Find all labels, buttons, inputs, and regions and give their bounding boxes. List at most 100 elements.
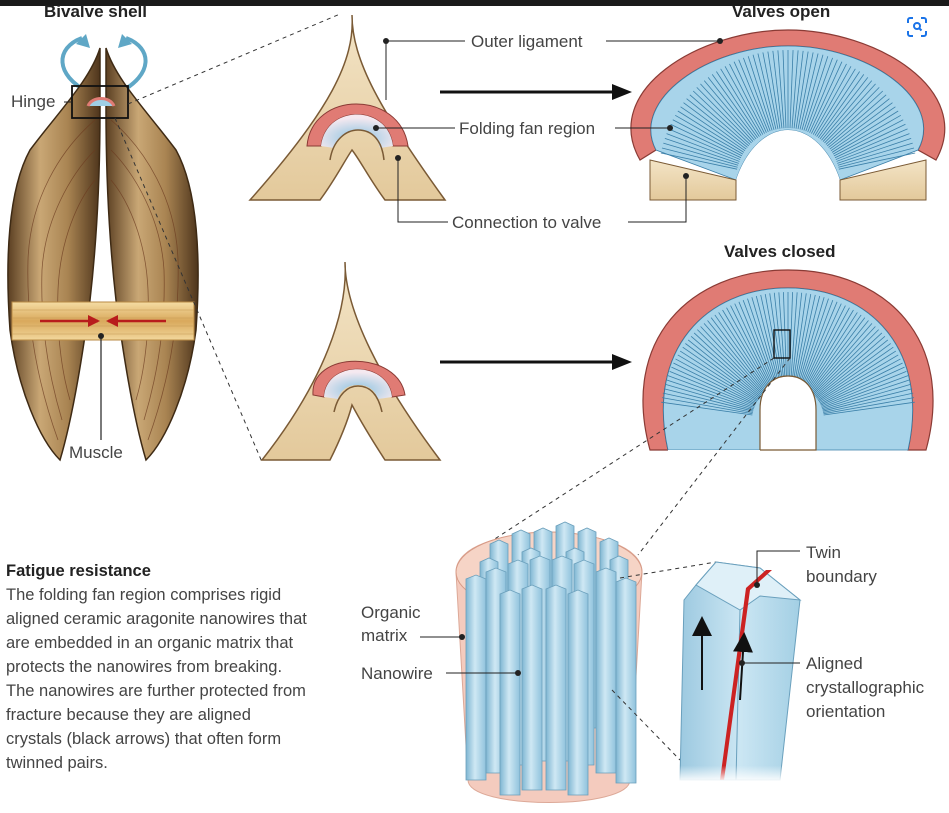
fan-fiber [799, 53, 819, 130]
fan-fiber [662, 392, 753, 413]
fan-fiber [823, 392, 914, 413]
fan-fiber [789, 50, 794, 129]
fan-fiber [707, 77, 757, 140]
fan-fiber [834, 123, 906, 159]
fan-fiber [823, 397, 915, 415]
hinge-detail-closed [260, 261, 442, 461]
fan-fiber [687, 339, 761, 398]
fan-fiber [700, 326, 764, 394]
fan-fiber [814, 68, 856, 136]
fan-fiber [802, 303, 842, 388]
fan-fiber [692, 90, 751, 145]
fan-fiber [700, 83, 754, 142]
fan-fiber [726, 307, 772, 389]
nanowire [595, 567, 617, 774]
fan-fiber [801, 54, 824, 131]
fan-fiber [835, 128, 908, 160]
fan-fiber [703, 323, 765, 394]
fan-fiber [682, 346, 759, 400]
organic-matrix-label-line1: Organic [358, 603, 424, 624]
fan-fiber [757, 53, 777, 130]
scan-icon [907, 17, 927, 37]
fan-fiber [661, 401, 753, 416]
fan-fiber [796, 295, 821, 386]
fan-fiber [697, 329, 763, 395]
fan-fiber [811, 63, 847, 134]
zoom-box [773, 329, 791, 359]
fan-fiber [836, 133, 910, 162]
fan-fiber [724, 66, 764, 135]
fan-fiber [767, 51, 781, 129]
fan-fiber [816, 71, 860, 137]
fan-fiber [772, 50, 783, 129]
fan-fiber [693, 332, 762, 396]
fan-fiber [809, 61, 843, 133]
nanowire-label: Nanowire [358, 664, 436, 685]
fan-fiber [800, 299, 834, 387]
nanowire [465, 574, 487, 781]
fan-fiber [837, 137, 912, 164]
fan-fiber [762, 52, 779, 130]
fan-fiber [738, 59, 769, 133]
fatigue-title: Fatigue resistance [6, 562, 151, 580]
fan-fiber [820, 362, 903, 405]
fan-fiber [760, 294, 781, 385]
fan-fiber [671, 366, 756, 406]
fan-fiber [689, 94, 750, 147]
fan-fiber [747, 56, 773, 131]
fan-fiber [807, 312, 858, 390]
fan-fiber [777, 50, 785, 129]
fan-fiber [661, 147, 738, 168]
aligned-label-line1: Aligned [803, 654, 866, 675]
fan-fiber [817, 74, 865, 138]
fan-fiber [790, 292, 798, 385]
fan-fiber [664, 383, 754, 411]
fan-fiber [755, 295, 780, 386]
connection-to-valve-label: Connection to valve [449, 213, 605, 234]
right-valve [105, 47, 199, 462]
valves-closed-title: Valves closed [724, 242, 836, 261]
fan-fiber [811, 323, 873, 394]
fan-fiber [773, 292, 785, 385]
fan-fiber [690, 336, 762, 397]
fan-fiber [686, 98, 748, 148]
fan-fiber [822, 379, 910, 410]
fan-fiber [666, 133, 740, 162]
fan-fiber [803, 56, 829, 131]
fan-fiber [747, 298, 777, 386]
fan-fiber [783, 292, 788, 385]
fan-fiber [814, 336, 886, 397]
fan-fiber [743, 57, 771, 132]
fan-fiber [806, 309, 854, 390]
fan-fiber [793, 50, 804, 129]
twin-boundary-label-line2: boundary [803, 567, 880, 588]
fan-fiber [666, 379, 754, 410]
fan-fiber [829, 102, 893, 150]
fan-fiber [720, 68, 762, 136]
fan-fiber [812, 326, 876, 394]
fan-fiber [822, 388, 913, 412]
fan-fiber [730, 305, 773, 389]
fan-fiber [683, 102, 747, 150]
fan-fiber [822, 83, 876, 142]
fan-fiber [814, 332, 883, 396]
bivalve-shell-title: Bivalve shell [44, 2, 148, 21]
fan-fiber [660, 152, 738, 170]
fan-fiber [821, 375, 909, 408]
fan-fiber [675, 358, 757, 404]
fatigue-resistance-caption: Fatigue resistance The folding fan regio… [6, 562, 311, 775]
fan-fiber [799, 298, 829, 386]
fan-fiber [833, 119, 904, 157]
fan-fiber [828, 98, 890, 148]
fan-fiber [718, 312, 769, 390]
fan-fiber [663, 388, 754, 412]
fan-fiber [792, 293, 807, 385]
fan-fiber [673, 362, 756, 405]
organic-matrix-label-line2: matrix [358, 626, 411, 647]
fan-fiber [751, 297, 779, 386]
twinned-crystal [678, 550, 804, 782]
scan-button[interactable] [900, 10, 934, 44]
valves-open-diagram [606, 29, 946, 223]
fan-fiber [734, 303, 774, 388]
bivalve-shell [7, 34, 199, 462]
